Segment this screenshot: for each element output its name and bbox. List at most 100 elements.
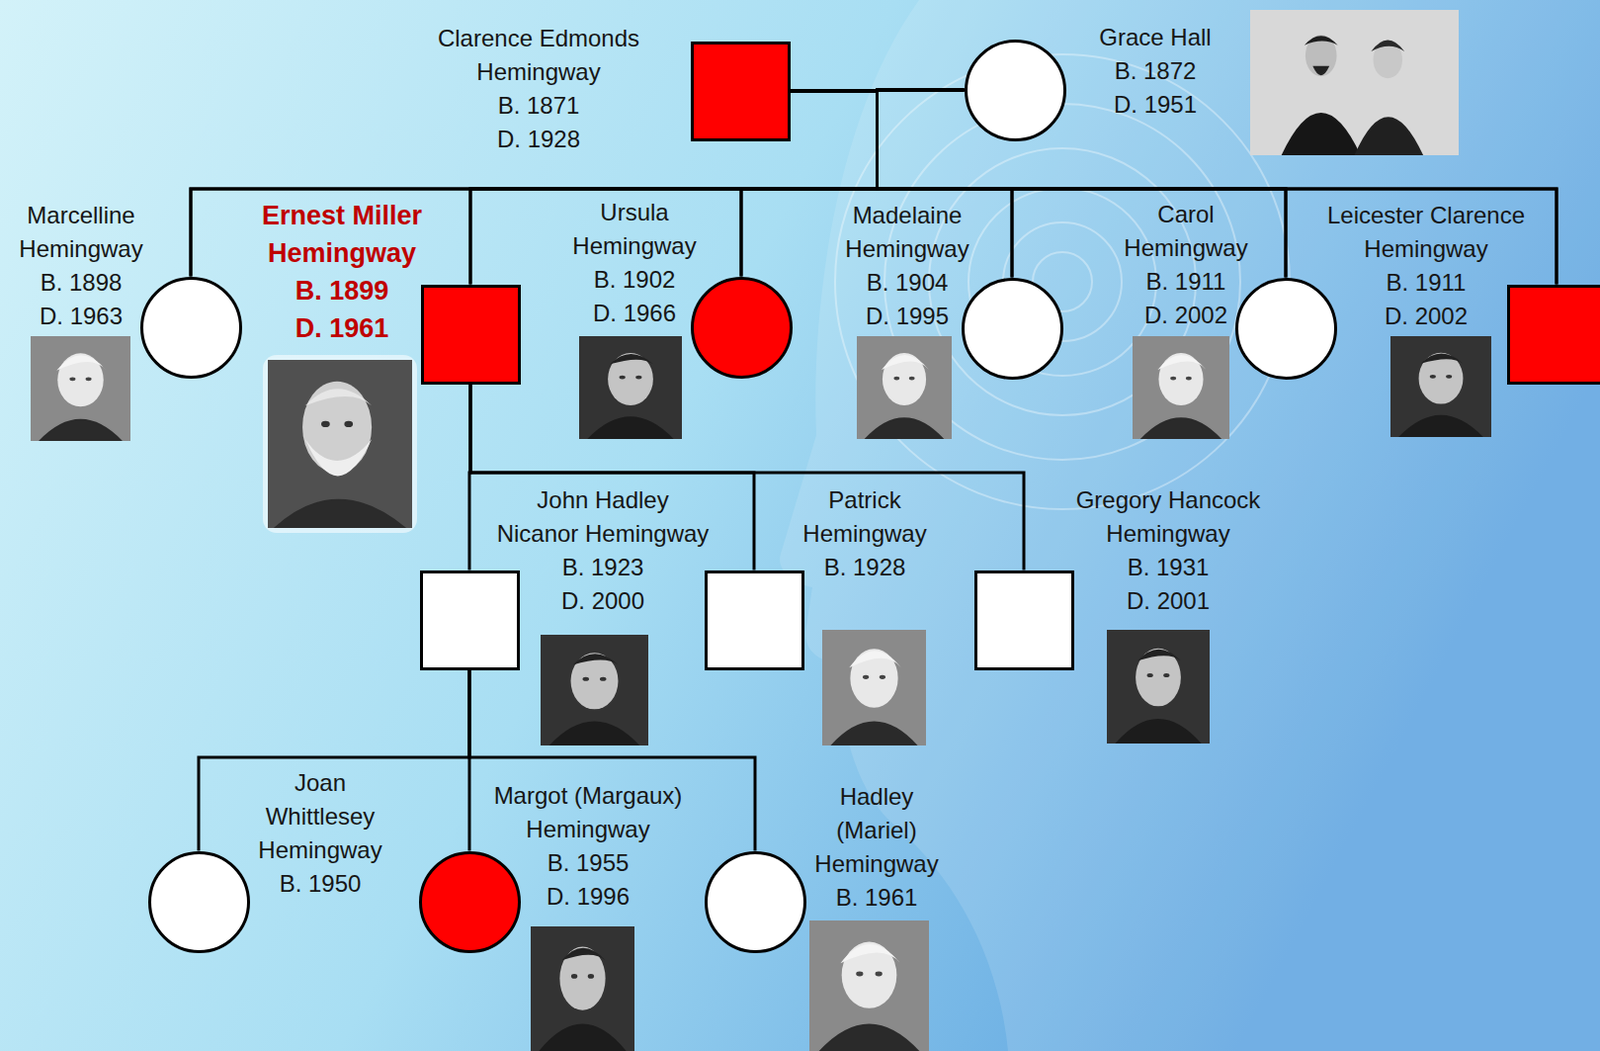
person-label: Grace HallB. 1872D. 1951 — [858, 20, 1452, 122]
person-name: Hadley (Mariel) Hemingway — [813, 779, 940, 881]
pedigree-shape — [974, 570, 1075, 671]
life-date: B. 1950 — [279, 866, 362, 901]
life-date: D. 1995 — [865, 299, 949, 334]
circle-outline — [691, 277, 791, 377]
pedigree-shape — [421, 284, 521, 385]
female-circle: Grace HallB. 1872D. 1951 — [964, 39, 1067, 142]
square-outline — [421, 285, 519, 383]
person-name: Gregory Hancock Hemingway — [1074, 483, 1263, 551]
pedigree-shape — [1507, 284, 1600, 385]
person-label: Clarence Edmonds HemingwayB. 1871D. 1928 — [242, 21, 836, 157]
portrait-photo — [530, 926, 635, 1051]
life-date: D. 1928 — [497, 122, 581, 157]
life-date: B. 1872 — [1114, 54, 1197, 88]
person-name: Grace Hall — [1097, 20, 1214, 55]
life-date: B. 1871 — [498, 88, 581, 123]
female-circle: Margot (Margaux) HemingwayB. 1955D. 1996 — [419, 850, 521, 953]
male-square: Ernest Miller HemingwayB. 1899D. 1961 — [421, 284, 521, 385]
life-date: B. 1931 — [1127, 550, 1210, 585]
pedigree-shape — [704, 850, 807, 953]
life-date: D. 2000 — [561, 584, 645, 618]
life-date: D. 2001 — [1126, 584, 1210, 618]
photo-glow — [262, 354, 418, 533]
square-outline — [691, 42, 789, 140]
life-date: B. 1899 — [295, 271, 390, 310]
life-date: B. 1923 — [562, 550, 645, 585]
female-circle: Marcelline HemingwayB. 1898D. 1963 — [140, 276, 243, 379]
circle-outline — [962, 278, 1062, 378]
person-name: Joan Whittlesey Hemingway — [256, 765, 384, 867]
person-label: Ursula HemingwayB. 1902D. 1966 — [337, 195, 931, 331]
portrait-photo — [809, 920, 929, 1051]
person-label: Madelaine HemingwayB. 1904D. 1995 — [610, 198, 1204, 334]
life-date: B. 1928 — [824, 550, 907, 585]
female-circle: Ursula HemingwayB. 1902D. 1966 — [690, 276, 793, 379]
pedigree-shape — [420, 570, 520, 671]
pedigree-shape — [148, 850, 251, 953]
life-date: B. 1961 — [836, 880, 919, 915]
circle-outline — [149, 851, 249, 951]
portrait-photo — [540, 634, 649, 746]
female-circle: Joan Whittlesey HemingwayB. 1950 — [148, 850, 251, 953]
concentric-rings — [835, 54, 1290, 509]
person-name: Madelaine Hemingway — [843, 198, 971, 266]
person-name: Carol Hemingway — [1122, 197, 1250, 265]
person-name: Patrick Hemingway — [801, 483, 928, 551]
person-name: John Hadley Nicanor Hemingway — [495, 483, 711, 551]
head-silhouette — [779, 0, 1600, 1051]
circle-outline — [705, 851, 805, 951]
circle-outline — [965, 40, 1065, 140]
pedigree-shape — [964, 39, 1067, 142]
person-label: Gregory Hancock HemingwayB. 1931D. 2001 — [871, 483, 1465, 618]
life-date: D. 1996 — [546, 879, 630, 914]
pedigree-shape — [961, 277, 1064, 380]
pedigree-shape — [690, 276, 793, 379]
life-date: B. 1911 — [1386, 265, 1467, 300]
female-circle: Madelaine HemingwayB. 1904D. 1995 — [961, 277, 1064, 380]
life-date: D. 1966 — [592, 296, 676, 331]
life-date: D. 1961 — [295, 309, 390, 347]
life-date: B. 1904 — [866, 265, 949, 300]
life-date: B. 1902 — [593, 262, 676, 297]
pedigree-shape — [704, 570, 805, 671]
portrait-photo — [1106, 629, 1210, 744]
life-date: B. 1898 — [40, 265, 123, 300]
male-square: Gregory Hancock HemingwayB. 1931D. 2001 — [974, 570, 1075, 671]
life-date: B. 1911 — [1146, 264, 1227, 299]
pedigree-shape — [1235, 277, 1338, 380]
square-outline — [705, 571, 803, 669]
portrait-photo — [822, 629, 927, 746]
descent-line — [470, 384, 755, 571]
descent-line — [790, 90, 1558, 285]
portrait-photo — [1390, 336, 1492, 437]
descent-line — [470, 384, 1024, 571]
female-circle: Carol HemingwayB. 1911D. 2002 — [1235, 277, 1338, 380]
portrait-photo — [267, 359, 413, 528]
portrait-photo — [1132, 336, 1230, 439]
descent-line — [469, 670, 756, 851]
life-date: D. 2002 — [1144, 298, 1228, 333]
male-square: Clarence Edmonds HemingwayB. 1871D. 1928 — [690, 41, 791, 142]
portrait-photo — [856, 336, 952, 439]
portrait-photo — [30, 336, 131, 441]
person-label: John Hadley Nicanor HemingwayB. 1923D. 2… — [306, 483, 900, 618]
portrait-photo — [579, 336, 682, 439]
male-square: John Hadley Nicanor HemingwayB. 1923D. 2… — [420, 570, 520, 671]
person-name: Ursula Hemingway — [571, 195, 698, 263]
pedigree-shape — [690, 41, 791, 142]
life-date: B. 1955 — [547, 845, 630, 880]
person-name: Margot (Margaux) Hemingway — [492, 778, 684, 846]
life-date: D. 2002 — [1384, 299, 1468, 334]
male-square: Leicester Clarence HemingwayB. 1911D. 20… — [1507, 284, 1600, 385]
circle-outline — [1236, 278, 1336, 378]
pedigree-shape — [419, 850, 521, 953]
square-outline — [1508, 285, 1600, 383]
circle-outline — [141, 277, 241, 377]
life-date: D. 1951 — [1113, 87, 1197, 122]
person-name: Clarence Edmonds Hemingway — [435, 21, 642, 89]
couple-photo — [1250, 9, 1459, 156]
pedigree-shape — [140, 276, 243, 379]
person-name: Ernest Miller Hemingway — [259, 196, 424, 272]
